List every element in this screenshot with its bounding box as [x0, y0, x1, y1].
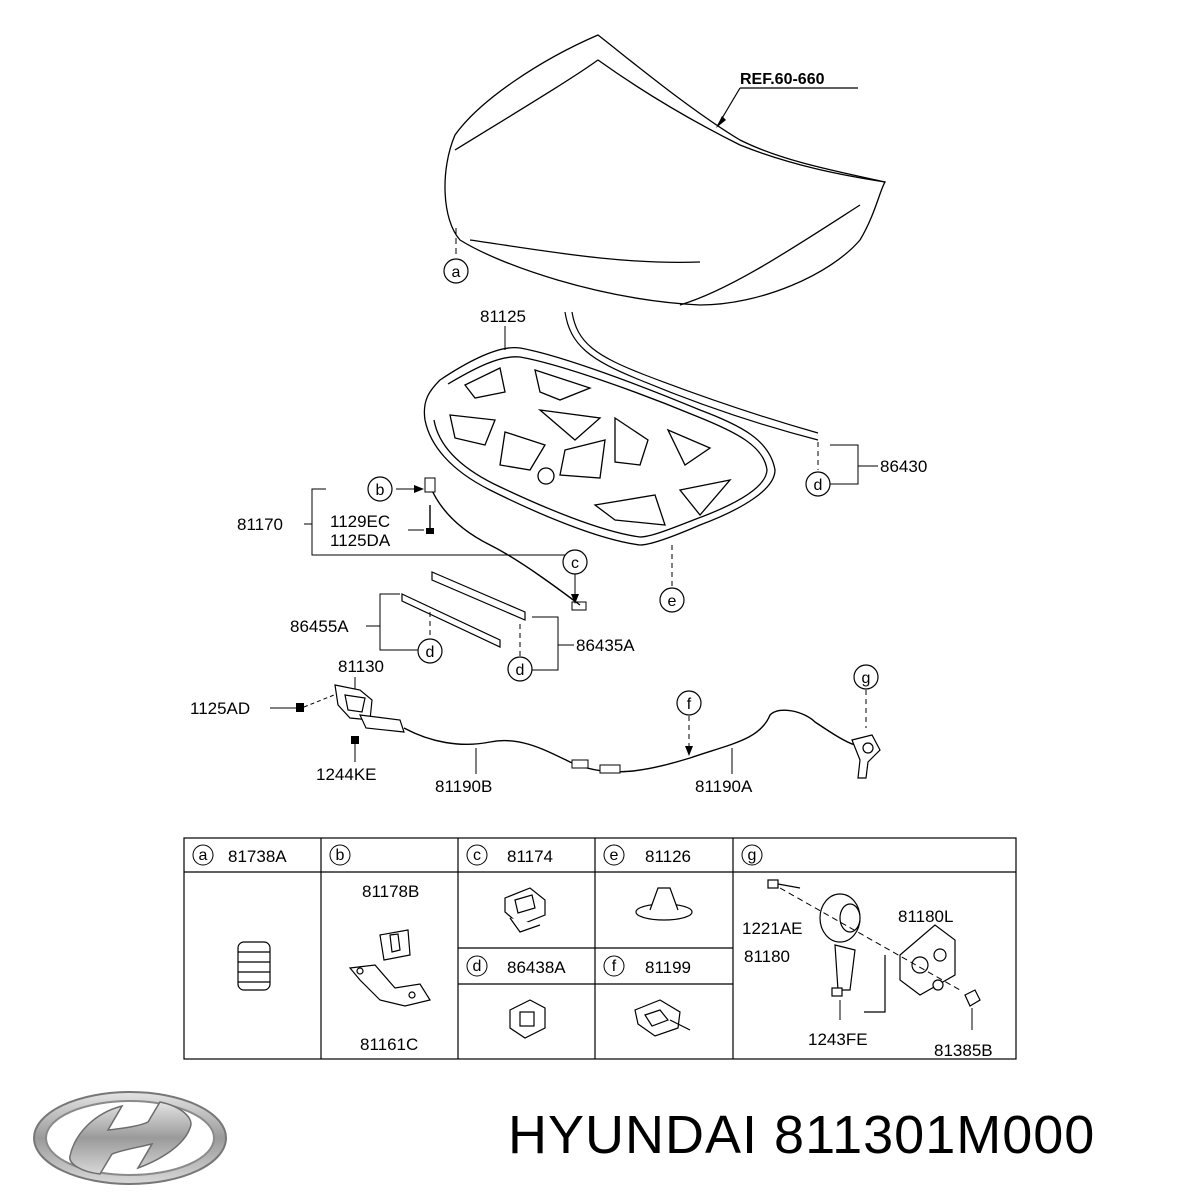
- legend-cell-d: d 86438A: [466, 955, 566, 1039]
- svg-text:81174: 81174: [507, 847, 553, 866]
- svg-text:a: a: [452, 264, 461, 281]
- parts-diagram: REF.60-660 a 81125 86430 d e: [183, 34, 1017, 1060]
- brand-name: HYUNDAI: [508, 1105, 759, 1165]
- svg-text:86438A: 86438A: [507, 958, 566, 977]
- callout-e: e: [659, 587, 685, 613]
- part-81130: 81130: [338, 657, 384, 676]
- part-86435A: 86435A: [576, 636, 635, 655]
- grommet-icon: [635, 887, 693, 921]
- svg-text:81180L: 81180L: [898, 907, 953, 926]
- svg-text:81180: 81180: [744, 947, 790, 966]
- weatherstrip: [564, 311, 819, 441]
- hood-latch: [334, 684, 405, 733]
- callout-a: a: [443, 258, 469, 284]
- hyundai-logo: [33, 1091, 227, 1185]
- callout-b: b: [367, 476, 393, 502]
- part-81190A: 81190A: [695, 777, 753, 796]
- cable-clip-icon: [634, 999, 691, 1037]
- svg-text:c: c: [571, 555, 579, 572]
- legend-table: [183, 837, 1017, 1060]
- callout-c: c: [562, 549, 588, 575]
- part-81190B: 81190B: [435, 777, 492, 796]
- svg-text:f: f: [612, 958, 617, 975]
- svg-text:81738A: 81738A: [228, 847, 287, 866]
- svg-text:f: f: [687, 696, 692, 713]
- legend-cell-c: c 81174: [466, 844, 553, 933]
- callout-d-right: d: [507, 656, 533, 682]
- release-handle: [851, 734, 881, 779]
- svg-text:d: d: [516, 662, 525, 679]
- legend-cell-e: e 81126: [603, 844, 693, 921]
- svg-text:81161C: 81161C: [360, 1035, 418, 1054]
- svg-text:d: d: [473, 958, 482, 975]
- svg-text:b: b: [336, 847, 345, 864]
- clip-icon: [504, 887, 546, 933]
- part-81170: 81170: [237, 515, 283, 534]
- release-cable: [403, 709, 856, 773]
- svg-text:a: a: [199, 847, 208, 864]
- brand-part-title: HYUNDAI 811301M000: [508, 1108, 1095, 1162]
- svg-text:81385B: 81385B: [934, 1041, 993, 1060]
- hood-panel: [444, 34, 887, 306]
- svg-text:g: g: [862, 670, 871, 687]
- svg-text:e: e: [668, 593, 677, 610]
- svg-text:1243FE: 1243FE: [808, 1030, 868, 1049]
- callout-g: g: [853, 664, 879, 690]
- footer: HYUNDAI 811301M000: [0, 1080, 1200, 1200]
- seal-strips: [401, 571, 526, 648]
- part-1125AD: 1125AD: [190, 699, 250, 718]
- svg-text:b: b: [376, 482, 385, 499]
- svg-text:g: g: [748, 847, 757, 864]
- svg-text:81178B: 81178B: [362, 882, 419, 901]
- callout-f: f: [676, 690, 702, 716]
- part-81125: 81125: [480, 307, 526, 326]
- svg-text:c: c: [473, 847, 481, 864]
- svg-text:81126: 81126: [645, 847, 691, 866]
- callout-d-top: d: [805, 471, 831, 497]
- part-1129EC: 1129EC: [330, 512, 390, 531]
- ref-label: REF.60-660: [740, 71, 825, 88]
- svg-text:81199: 81199: [645, 958, 691, 977]
- part-86430: 86430: [880, 457, 927, 476]
- svg-text:d: d: [814, 477, 823, 494]
- retainer-icon: [509, 999, 546, 1039]
- callout-d-left: d: [417, 638, 443, 664]
- legend-cell-b: b 81178B 81161C: [329, 844, 431, 1054]
- bumper-icon: [237, 941, 271, 991]
- svg-text:d: d: [426, 644, 435, 661]
- svg-text:e: e: [610, 847, 619, 864]
- hood-insulator: [423, 346, 776, 546]
- part-1244KE: 1244KE: [316, 765, 377, 784]
- bracket-icon: [348, 929, 431, 1007]
- part-86455A: 86455A: [290, 617, 349, 636]
- release-lever-icon: [767, 879, 981, 1013]
- hood-stay-rod: [429, 485, 581, 606]
- legend-cell-g: g 1221AE 81180 81180L 1243FE 81385B: [741, 844, 993, 1060]
- legend-cell-a: a 81738A: [192, 844, 287, 991]
- legend-cell-f: f 81199: [603, 955, 691, 1037]
- part-1125DA: 1125DA: [330, 531, 391, 550]
- svg-text:1221AE: 1221AE: [742, 919, 803, 938]
- part-number: 811301M000: [774, 1105, 1096, 1165]
